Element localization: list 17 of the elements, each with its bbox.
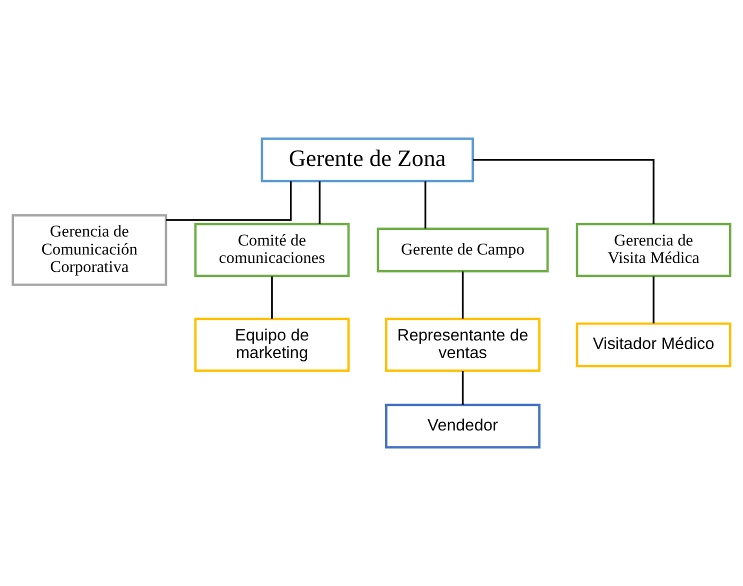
connector (424, 181, 426, 228)
node-box: Visitador Médico (576, 322, 732, 368)
connector (462, 272, 464, 319)
connector (652, 276, 654, 324)
node-box: Vendedor (385, 404, 541, 448)
connector (166, 181, 292, 221)
node-box: Gerente de Zona (260, 138, 474, 182)
node-box: Representante de ventas (385, 318, 541, 372)
node-box: Gerente de Campo (376, 228, 549, 272)
connector (271, 276, 273, 319)
connector (462, 370, 464, 405)
node-box: Gerencia de Comunicación Corporativa (12, 214, 168, 286)
connector (473, 159, 654, 224)
connector (318, 181, 321, 224)
node-box: Gerencia de Visita Médica (576, 222, 732, 278)
node-box: Comité de comunicaciones (194, 222, 350, 278)
node-box: Equipo de marketing (194, 318, 350, 372)
